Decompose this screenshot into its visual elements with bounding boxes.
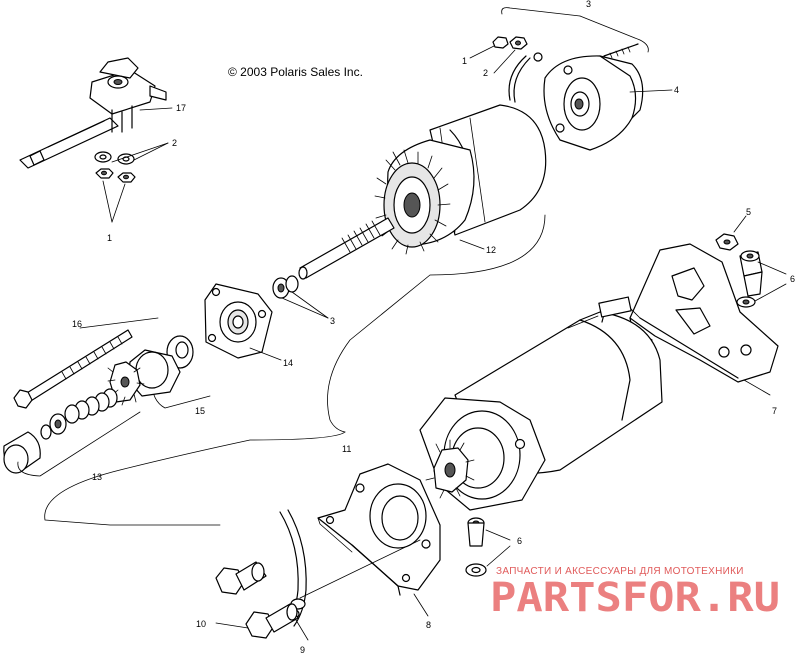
callout-16: 16: [72, 319, 82, 329]
bearing-part: [272, 275, 329, 319]
motor-housing-part: [298, 104, 547, 280]
bolt-spring-part: [3, 317, 159, 477]
end-cap-part: [469, 7, 673, 151]
callout-6-low: 6: [517, 536, 522, 546]
callout-3-top: 3: [586, 0, 591, 9]
callout-1-left: 1: [107, 233, 112, 243]
callout-12: 12: [486, 245, 496, 255]
callout-14: 14: [283, 358, 293, 368]
drive-plate-part: [204, 283, 282, 361]
callout-8: 8: [426, 620, 431, 630]
group-bracket-11b: [44, 431, 346, 526]
lower-bracket-part: [317, 463, 441, 617]
solenoid-part: [19, 57, 173, 169]
callout-13: 13: [92, 472, 102, 482]
callout-11: 11: [342, 444, 351, 454]
watermark-brand: PARTSFOR.RU: [490, 575, 780, 621]
callout-2-top: 2: [483, 68, 488, 78]
callout-9: 9: [300, 645, 305, 655]
callout-3-mid: 3: [330, 316, 335, 326]
starter-assembly-part: [419, 296, 663, 511]
callout-7: 7: [772, 406, 777, 416]
group-bracket-11: [327, 214, 546, 433]
solenoid-hardware: [94, 142, 169, 223]
watermark-tagline: ЗАПЧАСТИ И АКСЕССУАРЫ ДЛЯ МОТОТЕХНИКИ: [496, 566, 744, 577]
callout-2-left: 2: [172, 138, 177, 148]
bracket-hardware: [715, 215, 787, 308]
callout-10: 10: [196, 619, 206, 629]
pinion-part: [107, 335, 211, 409]
callout-1-top: 1: [462, 56, 467, 66]
callout-17: 17: [176, 103, 186, 113]
terminal-bolts-part: [215, 561, 299, 639]
lower-hardware: [465, 517, 511, 577]
callout-15: 15: [195, 406, 205, 416]
copyright-text: © 2003 Polaris Sales Inc.: [228, 65, 363, 79]
callout-6-right: 6: [790, 274, 795, 284]
callout-5: 5: [746, 207, 751, 217]
callout-4: 4: [674, 85, 679, 95]
